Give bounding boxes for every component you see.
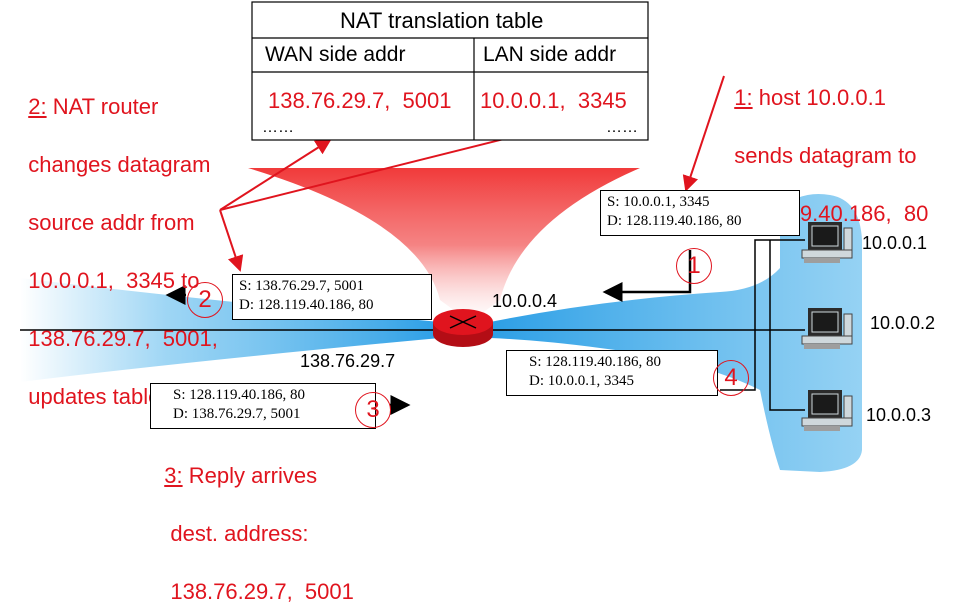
- wan-more: ……: [262, 119, 294, 136]
- step2-annotation: 2: NAT router changes datagram source ad…: [28, 94, 218, 409]
- packet-1: S: 10.0.0.1, 3345 D: 128.119.40.186, 80: [600, 190, 800, 236]
- packet-1-src: S: 10.0.0.1, 3345: [607, 194, 710, 210]
- packet-3: S: 128.119.40.186, 80 D: 138.76.29.7, 50…: [150, 383, 376, 429]
- packet-1-dst: D: 128.119.40.186, 80: [607, 213, 742, 229]
- host3-address: 10.0.0.3: [866, 405, 932, 425]
- host1-address: 10.0.0.1: [862, 233, 928, 253]
- computer-icon: [801, 308, 853, 349]
- step3-number: 3:: [164, 463, 183, 488]
- step1-number: 1:: [734, 85, 753, 110]
- packet-3-dst: D: 138.76.29.7, 5001: [173, 406, 301, 422]
- lan-column-header: LAN side addr: [483, 43, 617, 66]
- marker-3: 3: [355, 392, 391, 428]
- computer-icon: [801, 390, 853, 431]
- packet-3-src: S: 128.119.40.186, 80: [173, 387, 305, 403]
- table-title: NAT translation table: [340, 8, 544, 33]
- wan-entry: 138.76.29.7, 5001: [268, 88, 452, 113]
- lan-more: ……: [606, 119, 638, 136]
- router-icon: [433, 309, 493, 347]
- step2-number: 2:: [28, 94, 47, 119]
- router-wan-address: 138.76.29.7: [300, 351, 396, 371]
- marker-2: 2: [187, 282, 223, 318]
- packet-2-dst: D: 128.119.40.186, 80: [239, 297, 374, 313]
- router-lan-address: 10.0.0.4: [492, 291, 558, 311]
- nat-diagram: [20, 1, 862, 472]
- packet-4-src: S: 128.119.40.186, 80: [529, 354, 661, 370]
- lan-network: [490, 194, 862, 472]
- step3-annotation: 3: Reply arrives dest. address: 138.76.2…: [164, 463, 354, 604]
- computer-icon: [801, 222, 853, 263]
- packet-4-dst: D: 10.0.0.1, 3345: [529, 373, 634, 389]
- packet-4: S: 128.119.40.186, 80 D: 10.0.0.1, 3345: [506, 350, 718, 396]
- translation-funnel: [248, 168, 640, 322]
- packet-2: S: 138.76.29.7, 5001 D: 128.119.40.186, …: [232, 274, 432, 320]
- marker-4: 4: [713, 360, 749, 396]
- lan-entry: 10.0.0.1, 3345: [480, 88, 627, 113]
- marker-1: 1: [676, 248, 712, 284]
- wan-column-header: WAN side addr: [265, 43, 406, 66]
- packet-2-src: S: 138.76.29.7, 5001: [239, 278, 365, 294]
- host2-address: 10.0.0.2: [870, 313, 936, 333]
